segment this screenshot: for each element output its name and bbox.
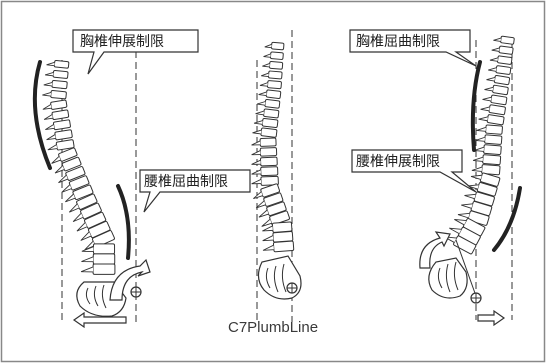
callout-label-lumbar-extension: 腰椎伸展制限 — [356, 154, 440, 170]
callout-label-thoracic-extension: 胸椎伸展制限 — [80, 34, 164, 50]
plumb-point-icon — [471, 293, 481, 303]
caption-c7-plumb-line: C7PlumbLine — [228, 319, 318, 336]
callout-label-thoracic-flexion: 胸椎屈曲制限 — [356, 34, 440, 50]
callout-label-lumbar-flexion: 腰椎屈曲制限 — [144, 174, 228, 190]
plumb-point-icon — [131, 287, 141, 297]
plumb-point-icon — [287, 283, 297, 293]
